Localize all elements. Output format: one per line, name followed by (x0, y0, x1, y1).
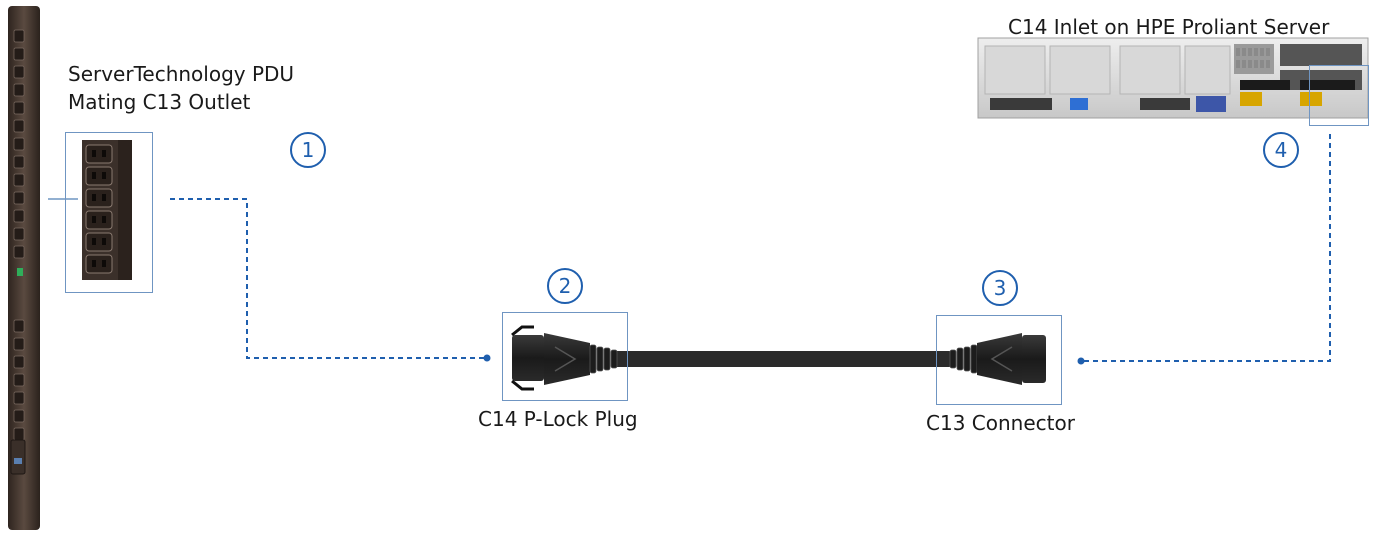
pdu-outlet-icon (13, 319, 25, 333)
server-vent (1236, 60, 1240, 68)
pdu-outlet-icon (13, 101, 25, 115)
pdu-outlet-zoom (82, 140, 132, 280)
pdu-outlet-icon (13, 173, 25, 187)
server-vent (1242, 48, 1246, 56)
callout-1: 1 (290, 132, 326, 168)
server-vent (1248, 48, 1252, 56)
outlet-slot (92, 260, 96, 267)
pdu-outlet-icon (13, 29, 25, 43)
pdu-zoom-frame (65, 132, 153, 293)
pdu-outlet-icon (13, 65, 25, 79)
outlet-slot (102, 194, 106, 201)
plug-frame (502, 312, 628, 401)
server-vent (1248, 60, 1252, 68)
pdu-outlet-icon (13, 391, 25, 405)
server-vent (1266, 60, 1270, 68)
c13-outlet-icon (85, 166, 113, 186)
pdu-outlet-icon (13, 209, 25, 223)
c13-connector (949, 333, 1046, 385)
plug-label: C14 P-Lock Plug (478, 407, 638, 431)
server-image (977, 37, 1369, 119)
dashed-lines (170, 130, 1331, 362)
server-vent (1254, 60, 1258, 68)
server-vent (1236, 48, 1240, 56)
power-cable (612, 351, 952, 367)
callout-4: 4 (1263, 132, 1299, 168)
pdu-outlet-icon (13, 47, 25, 61)
pdu-outlet-icon (13, 245, 25, 259)
callout-3: 3 (982, 270, 1018, 306)
connector-label: C13 Connector (926, 411, 1075, 435)
outlet-slot (92, 238, 96, 245)
outlet-slot (102, 172, 106, 179)
outlet-slot (102, 150, 106, 157)
connector-frame (936, 315, 1062, 405)
callout-2: 2 (547, 268, 583, 304)
pdu-label-line2: Mating C13 Outlet (68, 90, 251, 114)
server-vent (1260, 60, 1264, 68)
outlet-slot (92, 150, 96, 157)
server-vent (1260, 48, 1264, 56)
server-vent (1254, 48, 1258, 56)
pdu-outlet-icon (13, 137, 25, 151)
pdu-strip (8, 6, 40, 530)
outlet-slot (92, 216, 96, 223)
pdu-outlet-icon (13, 337, 25, 351)
pdu-outlet-icon (13, 119, 25, 133)
pdu-outlet-icon (13, 191, 25, 205)
outlet-slot (92, 194, 96, 201)
outlet-slot (102, 260, 106, 267)
outlet-slot (102, 216, 106, 223)
server-vent (1266, 48, 1270, 56)
dashed-line-endpoint (1077, 357, 1085, 365)
server-vent (1242, 60, 1246, 68)
c13-outlet-icon (85, 188, 113, 208)
pdu-outlet-icon (13, 355, 25, 369)
pdu-outlet-icon (13, 155, 25, 169)
pdu-outlet-icon (13, 83, 25, 97)
pdu-outlet-icon (13, 227, 25, 241)
c13-outlet-icon (85, 210, 113, 230)
c13-outlet-icon (85, 232, 113, 252)
pdu-outlet-icon (13, 409, 25, 423)
c14-plug (511, 325, 618, 391)
server-label: C14 Inlet on HPE Proliant Server (1008, 15, 1330, 39)
pdu-outlet-icon (13, 373, 25, 387)
c13-outlet-icon (85, 254, 113, 274)
pdu-outlet-icon (13, 427, 25, 441)
server-inlet-frame (1309, 65, 1369, 126)
dashed-line-endpoint (483, 354, 491, 362)
outlet-slot (102, 238, 106, 245)
pdu-label-line1: ServerTechnology PDU (68, 62, 295, 86)
outlet-slot (92, 172, 96, 179)
c13-outlet-icon (85, 144, 113, 164)
